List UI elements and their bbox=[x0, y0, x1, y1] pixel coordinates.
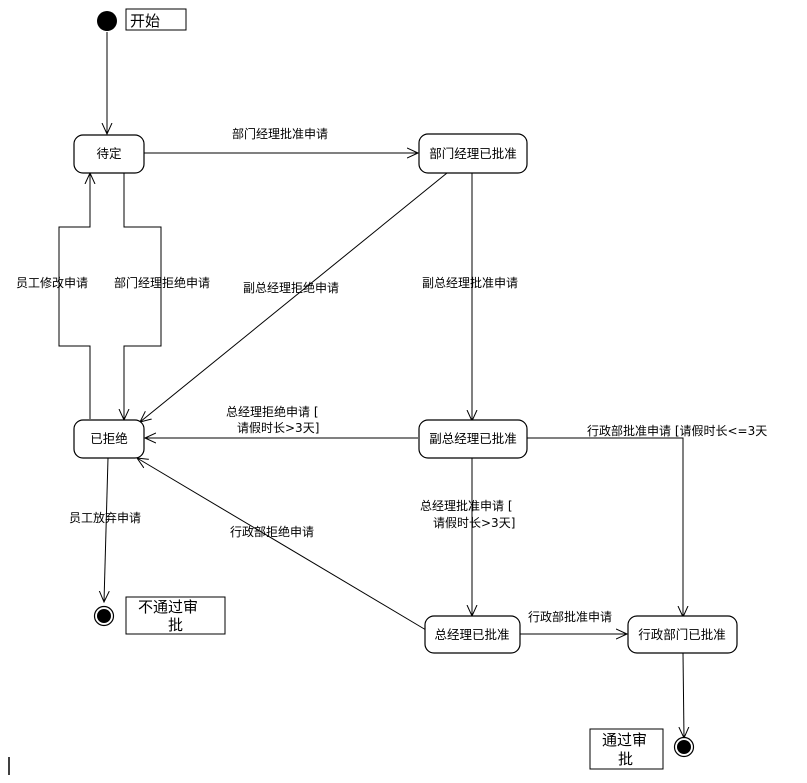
pass-note-line1: 通过审 bbox=[602, 731, 647, 749]
edge-admin-approve-short bbox=[527, 437, 683, 617]
state-admin-approved: 行政部门已批准 bbox=[627, 615, 738, 654]
label-gm-reject-2: 请假时长>3天] bbox=[237, 421, 319, 435]
edge-employee-abandon bbox=[104, 457, 108, 602]
state-gm-approved-label: 总经理已批准 bbox=[434, 627, 509, 642]
pass-note-line2: 批 bbox=[618, 750, 633, 768]
edge-employee-modify bbox=[58, 173, 90, 419]
label-employee-abandon: 员工放弃申请 bbox=[69, 510, 141, 525]
state-dept-approved-label: 部门经理已批准 bbox=[429, 146, 517, 161]
state-pending-label: 待定 bbox=[96, 146, 121, 161]
state-dept-approved: 部门经理已批准 bbox=[418, 133, 528, 174]
state-vp-approved-label: 副总经理已批准 bbox=[429, 431, 517, 446]
state-pending: 待定 bbox=[73, 134, 145, 174]
label-dept-reject: 部门经理拒绝申请 bbox=[114, 275, 210, 290]
state-vp-approved: 副总经理已批准 bbox=[418, 419, 528, 459]
edge-vp-reject bbox=[140, 172, 448, 422]
fail-note-line1: 不通过审 bbox=[138, 598, 198, 616]
label-gm-reject-1: 总经理拒绝申请 [ bbox=[226, 404, 319, 419]
label-admin-reject: 行政部拒绝申请 bbox=[230, 524, 314, 539]
state-gm-approved: 总经理已批准 bbox=[424, 615, 521, 654]
state-rejected-label: 已拒绝 bbox=[90, 431, 128, 446]
edge-admin-reject bbox=[137, 458, 427, 631]
label-dept-approve: 部门经理批准申请 bbox=[232, 126, 328, 141]
label-employee-modify: 员工修改申请 bbox=[16, 275, 88, 290]
pass-note-box bbox=[589, 728, 664, 770]
final-node-approved-dot bbox=[677, 740, 691, 754]
edge-to-final-pass bbox=[683, 652, 684, 738]
label-vp-approve: 副总经理批准申请 bbox=[422, 275, 518, 290]
label-vp-reject: 副总经理拒绝申请 bbox=[243, 280, 339, 295]
initial-node bbox=[97, 11, 117, 31]
state-rejected: 已拒绝 bbox=[73, 419, 145, 459]
label-admin-approve: 行政部批准申请 bbox=[528, 609, 612, 624]
state-admin-approved-label: 行政部门已批准 bbox=[638, 627, 726, 642]
fail-note-line2: 批 bbox=[168, 616, 183, 634]
label-gm-approve-1: 总经理批准申请 [ bbox=[420, 498, 513, 513]
fail-note-box bbox=[125, 596, 226, 635]
label-admin-approve-short: 行政部批准申请 [请假时长<=3天 bbox=[587, 423, 767, 438]
final-node-rejected-dot bbox=[97, 609, 111, 623]
start-note: 开始 bbox=[130, 12, 160, 30]
start-note-box bbox=[125, 8, 187, 31]
edge-dept-reject bbox=[124, 173, 162, 420]
label-gm-approve-2: 请假时长>3天] bbox=[433, 516, 515, 530]
